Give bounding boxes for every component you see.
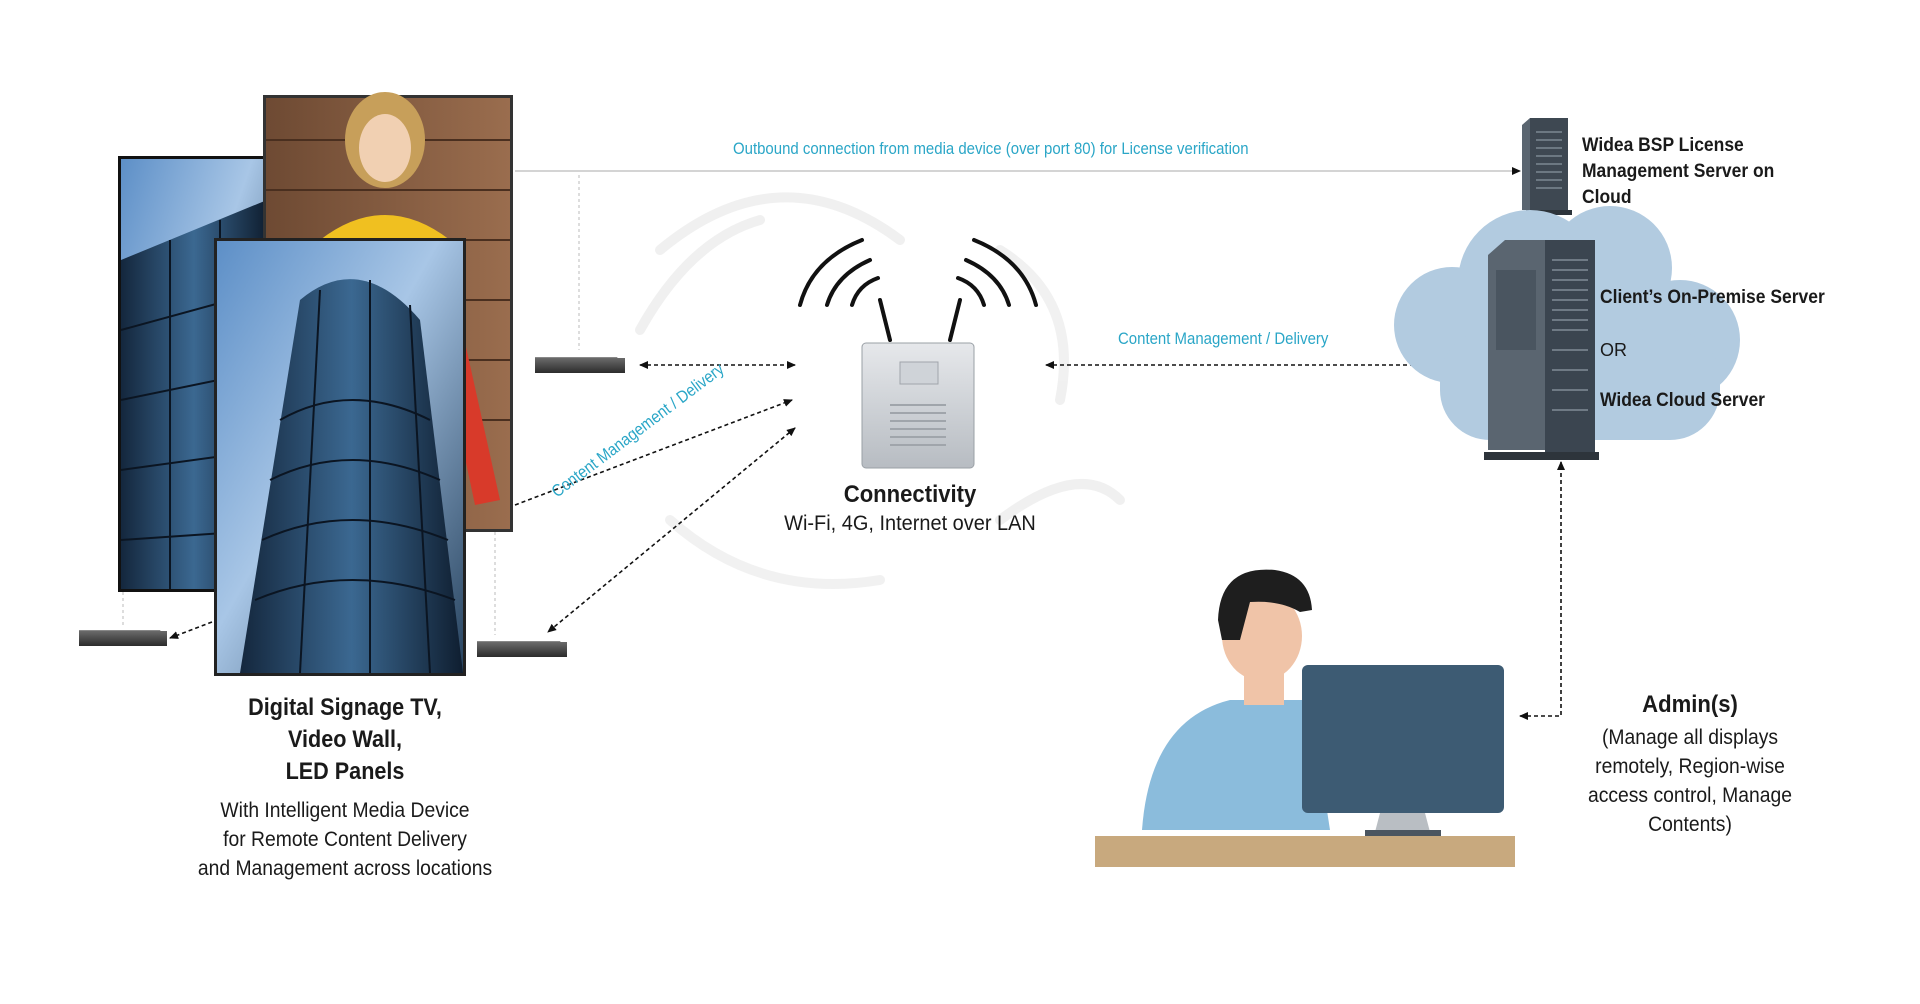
or-label: OR xyxy=(1600,340,1627,360)
arrow-device-left xyxy=(169,621,213,639)
cloud-server-label: Widea Cloud Server xyxy=(1600,390,1765,411)
admin-description: (Manage all displays remotely, Region-wi… xyxy=(1587,726,1793,836)
admin-title: Admin(s) xyxy=(1642,691,1738,718)
media-device-icon xyxy=(535,357,625,373)
server-tower-icon xyxy=(1522,118,1572,215)
content-management-label-top: Content Management / Delivery xyxy=(1118,329,1329,348)
desk xyxy=(1095,836,1515,867)
outbound-connection-label: Outbound connection from media device (o… xyxy=(733,139,1249,158)
server-tower-icon xyxy=(1484,240,1599,460)
signage-description: With Intelligent Media Device for Remote… xyxy=(197,799,493,880)
media-device-icon xyxy=(477,641,567,657)
router-icon xyxy=(798,238,1038,469)
display-front xyxy=(214,238,466,676)
on-premise-server-label: Client’s On-Premise Server xyxy=(1600,287,1825,308)
arrow-router-device xyxy=(547,427,796,633)
signage-title: Digital Signage TV, Video Wall, LED Pane… xyxy=(248,694,442,785)
media-device-icon xyxy=(79,630,167,646)
desktop-monitor-icon xyxy=(1302,665,1504,836)
admin-person-icon xyxy=(1142,569,1330,830)
arrow-admin-server xyxy=(1519,461,1565,720)
connectivity-subtitle: Wi-Fi, 4G, Internet over LAN xyxy=(784,512,1036,535)
license-server-label: Widea BSP License Management Server on C… xyxy=(1582,135,1775,208)
connectivity-title: Connectivity xyxy=(843,481,977,508)
